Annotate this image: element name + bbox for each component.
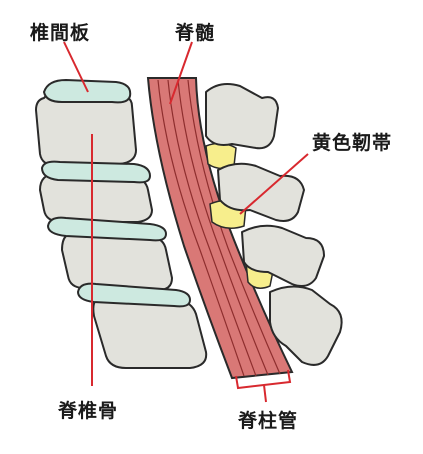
canal-bracket <box>235 369 292 403</box>
intervertebral-disc-3 <box>76 282 192 308</box>
leader-cord <box>169 41 193 105</box>
posterior-arch-3 <box>241 224 325 287</box>
vertebral-bodies <box>35 90 208 369</box>
vertebral-arches <box>205 83 343 366</box>
label-intervertebral-disc: 椎間板 <box>30 22 91 44</box>
label-spinal-cord: 脊髄 <box>175 22 216 44</box>
posterior-arch-1 <box>205 83 279 150</box>
spinal-cord <box>146 77 294 380</box>
leader-ligament <box>239 153 309 215</box>
intervertebral-discs <box>40 78 192 308</box>
label-ligamentum-flavum: 黄色靭帯 <box>312 132 393 154</box>
label-spinal-canal: 脊柱管 <box>238 410 299 432</box>
intervertebral-disc-2 <box>46 216 168 242</box>
leader-lines <box>63 41 309 403</box>
label-vertebra: 脊椎骨 <box>58 400 119 422</box>
posterior-arch-4 <box>269 285 343 366</box>
intervertebral-disc-1 <box>40 160 152 184</box>
posterior-arch-2 <box>217 162 305 222</box>
leader-disc <box>63 41 89 93</box>
